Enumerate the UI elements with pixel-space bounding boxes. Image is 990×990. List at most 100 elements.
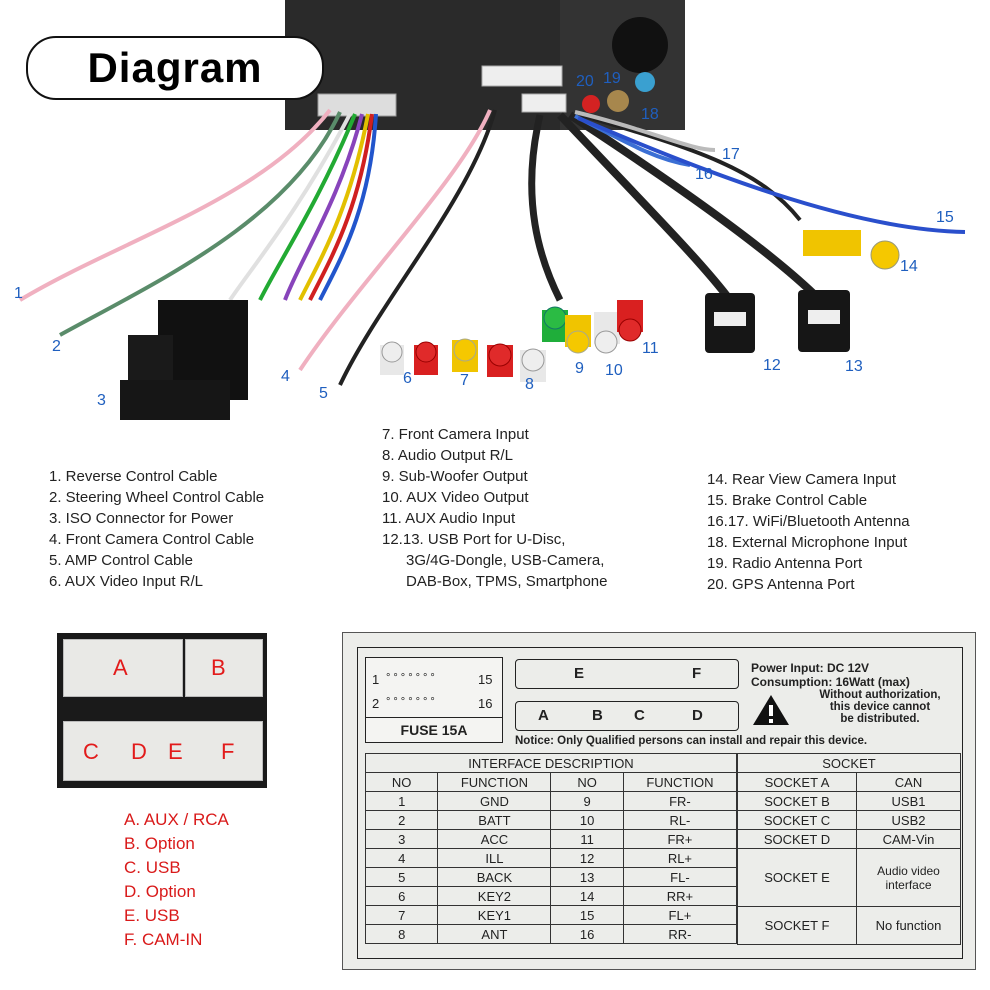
legend-item: 5. AMP Control Cable: [49, 552, 193, 569]
socket-value: USB1: [856, 791, 961, 811]
pin-no: 13: [550, 867, 624, 887]
pin-fn: FL-: [622, 867, 738, 887]
pin-row2-end: 16: [478, 696, 493, 711]
pin-fn: FR+: [622, 829, 738, 849]
callout-12: 12: [763, 357, 781, 374]
pin-no: 14: [550, 886, 624, 906]
pin-no: 7: [364, 905, 439, 925]
socket-diagram-c: C: [634, 707, 645, 724]
wiring-harness-photo: [18, 0, 966, 420]
pin-fn: FR-: [622, 791, 738, 811]
col-no: NO: [364, 772, 439, 792]
pin-block: 1 °°°°°°° 15 2 °°°°°°° 16: [365, 657, 503, 719]
callout-6: 6: [403, 370, 412, 387]
socket-name: SOCKET B: [737, 791, 857, 811]
notice-text: Notice: Only Qualified persons can insta…: [515, 735, 868, 747]
legend-item: 3. ISO Connector for Power: [49, 510, 234, 527]
pin-no: 2: [364, 810, 439, 830]
pin-fn: RR+: [622, 886, 738, 906]
pin-fn: RR-: [622, 924, 738, 944]
callout-19: 19: [603, 70, 621, 87]
socket-b-block: [185, 639, 263, 697]
warning-text: Without authorization, this device canno…: [805, 689, 955, 725]
pin-no: 12: [550, 848, 624, 868]
connector-legend-item: B. Option: [124, 834, 195, 853]
gps-port-icon: [582, 95, 600, 113]
legend-right: 14. Rear View Camera Input 15. Brake Con…: [707, 469, 910, 595]
interface-table: INTERFACE DESCRIPTION NO FUNCTION NO FUN…: [364, 753, 738, 944]
warning-icon: [753, 695, 789, 725]
socket-letter-b: B: [211, 655, 226, 680]
socket-name: SOCKET E: [737, 848, 857, 907]
socket-value: No function: [856, 906, 961, 945]
callout-10: 10: [605, 362, 623, 379]
connector-legend-item: A. AUX / RCA: [124, 810, 229, 829]
pin-fn: BATT: [437, 810, 552, 830]
pin-row2-dots: °°°°°°°: [386, 696, 438, 708]
pin-no: 16: [550, 924, 624, 944]
legend-item: 3G/4G-Dongle, USB-Camera,: [406, 552, 605, 569]
warning-line: this device cannot: [829, 701, 931, 713]
socket-name: SOCKET C: [737, 810, 857, 830]
socket-letter-c: C: [83, 739, 99, 764]
legend-item: 11. AUX Audio Input: [382, 510, 516, 527]
socket-letter-d: D: [131, 739, 147, 764]
callout-18: 18: [641, 106, 659, 123]
socket-diagram-d: D: [692, 707, 703, 724]
socket-value: Audio video interface: [856, 848, 961, 907]
pin-no: 15: [550, 905, 624, 925]
legend-item: 18. External Microphone Input: [707, 534, 908, 551]
socket-a-block: [63, 639, 183, 697]
callout-17: 17: [722, 146, 740, 163]
consumption: Consumption: 16Watt (max): [751, 675, 910, 689]
legend-item: 12.13. USB Port for U-Disc,: [382, 531, 566, 548]
pin-row2-start: 2: [372, 696, 380, 711]
pin-fn: KEY2: [437, 886, 552, 906]
connector-legend-item: D. Option: [124, 882, 196, 901]
mic-port-icon: [635, 72, 655, 92]
callout-13: 13: [845, 358, 863, 375]
pin-fn: ILL: [437, 848, 552, 868]
callout-16: 16: [695, 166, 713, 183]
callout-20: 20: [576, 73, 594, 90]
pin-no: 6: [364, 886, 439, 906]
callout-11: 11: [642, 340, 659, 357]
pin-fn: RL-: [622, 810, 738, 830]
legend-item: 7. Front Camera Input: [382, 426, 529, 443]
radio-port-icon: [607, 90, 629, 112]
callout-7: 7: [460, 372, 469, 389]
legend-mid: 7. Front Camera Input 8. Audio Output R/…: [382, 424, 607, 592]
legend-item: DAB-Box, TPMS, Smartphone: [406, 573, 608, 590]
fuse-label: FUSE 15A: [365, 717, 503, 743]
socket-header: SOCKET: [737, 753, 961, 773]
power-input: Power Input: DC 12V: [751, 661, 870, 675]
socket-diagram-b: B: [592, 707, 603, 724]
col-function: FUNCTION: [622, 772, 738, 792]
socket-cdef-block: [63, 721, 263, 781]
connector-legend-item: E. USB: [124, 906, 180, 925]
col-no: NO: [550, 772, 624, 792]
pin-no: 9: [550, 791, 624, 811]
socket-name: SOCKET F: [737, 906, 857, 945]
pin-no: 8: [364, 924, 439, 944]
socket-value: CAN: [856, 772, 961, 792]
legend-item: 15. Brake Control Cable: [707, 492, 868, 509]
pin-no: 11: [550, 829, 624, 849]
callout-1: 1: [14, 285, 23, 302]
socket-letter-e: E: [168, 739, 183, 764]
legend-item: 9. Sub-Woofer Output: [382, 468, 528, 485]
pin-fn: FL+: [622, 905, 738, 925]
pin-fn: RL+: [622, 848, 738, 868]
diagram-title: Diagram: [26, 36, 324, 100]
label-inner-border: [357, 647, 963, 959]
pin-row1-dots: °°°°°°°: [386, 672, 438, 684]
